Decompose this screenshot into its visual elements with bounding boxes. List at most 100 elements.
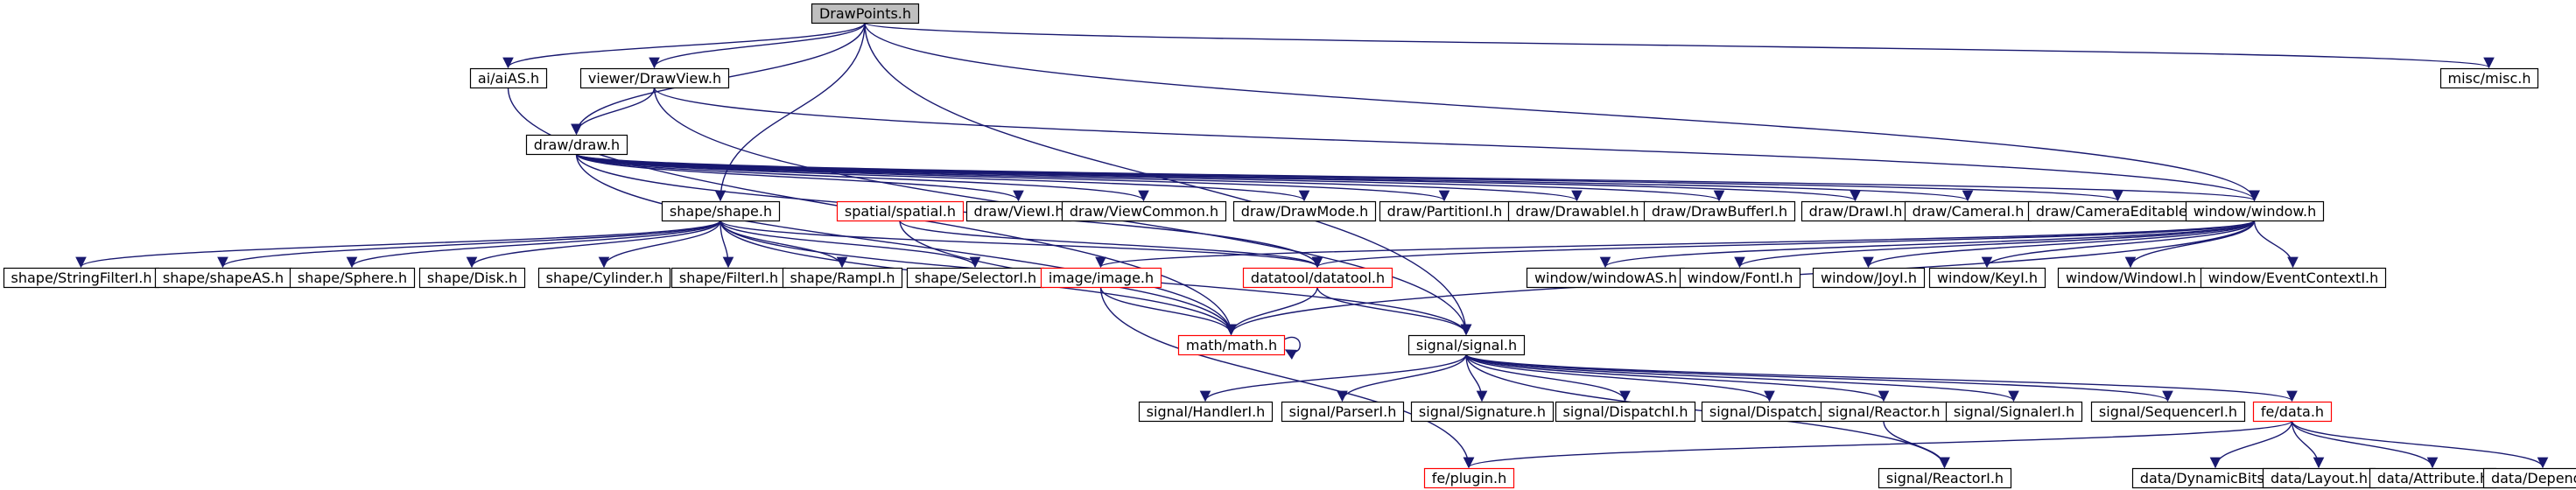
node-box (1177, 334, 1286, 356)
node-label: shape/Cylinder.h (546, 270, 663, 286)
node-signature[interactable]: signal/Signature.h (1410, 401, 1555, 423)
node-reactor[interactable]: signal/Reactor.h (1820, 401, 1948, 423)
node-label: draw/PartitionI.h (1387, 203, 1503, 220)
node-label: data/Depend.h (2491, 470, 2576, 486)
edge-image-to-math (1099, 286, 1237, 336)
edge-window-to-keyi (1981, 220, 2256, 269)
node-label: misc/misc.h (2448, 70, 2531, 87)
node-fonti[interactable]: window/FontI.h (1679, 267, 1801, 289)
node-box (2439, 67, 2539, 89)
node-keyi[interactable]: window/KeyI.h (1928, 267, 2046, 289)
node-box (2185, 200, 2325, 222)
node-box (811, 3, 920, 24)
edge-signal-to-dispatch (1465, 354, 1775, 402)
node-viewcommon[interactable]: draw/ViewCommon.h (1061, 200, 1227, 222)
node-label: shape/shapeAS.h (163, 270, 284, 286)
node-box (1410, 401, 1555, 423)
node-parseri[interactable]: signal/ParserI.h (1281, 401, 1405, 423)
edge-fedata-to-dynamicbitset (2209, 420, 2293, 469)
edge-window-to-eventcontexti (2253, 220, 2299, 269)
node-selectori[interactable]: shape/SelectorI.h (906, 267, 1045, 289)
node-math[interactable]: math/math.h (1177, 334, 1286, 356)
node-label: draw/CameraEditable.h (2036, 203, 2200, 220)
node-box (537, 267, 671, 289)
node-label: draw/DrawableI.h (1516, 203, 1639, 220)
edge-shape-to-stringfilteri (75, 220, 721, 269)
node-label: window/window.h (2193, 203, 2317, 220)
node-sphere[interactable]: shape/Sphere.h (289, 267, 416, 289)
node-signal[interactable]: signal/signal.h (1407, 334, 1526, 356)
edge-draw-to-viewi (575, 153, 1024, 202)
node-misc[interactable]: misc/misc.h (2439, 67, 2539, 89)
node-drawmode[interactable]: draw/DrawMode.h (1232, 200, 1377, 222)
edge-image-to-plugin (1099, 286, 1475, 469)
edge-shape-to-cylinder (598, 220, 721, 269)
node-partitioni[interactable]: draw/PartitionI.h (1379, 200, 1511, 222)
node-window[interactable]: window/window.h (2185, 200, 2325, 222)
node-layout[interactable]: data/Layout.h (2262, 467, 2376, 489)
node-filteri[interactable]: shape/FilterI.h (670, 267, 787, 289)
node-depend[interactable]: data/Depend.h (2482, 467, 2576, 489)
node-shapeas[interactable]: shape/shapeAS.h (154, 267, 292, 289)
node-drawpoints[interactable]: DrawPoints.h (811, 3, 920, 24)
node-box (1040, 267, 1162, 289)
node-fedata[interactable]: fe/data.h (2252, 401, 2333, 423)
node-stringfilteri[interactable]: shape/StringFilterI.h (3, 267, 160, 289)
node-label: fe/data.h (2261, 403, 2324, 420)
node-eventcontexti[interactable]: window/EventContextI.h (2200, 267, 2387, 289)
node-box (1643, 200, 1796, 222)
node-rampi[interactable]: shape/RampI.h (782, 267, 903, 289)
node-label: signal/Dispatch.h (1709, 403, 1830, 420)
edge-window-to-windowas (1600, 220, 2256, 269)
node-box (1232, 200, 1377, 222)
node-box (836, 200, 965, 222)
node-spatial[interactable]: spatial/spatial.h (836, 200, 965, 222)
node-box (579, 67, 730, 89)
node-signaleri[interactable]: signal/SignalerI.h (1945, 401, 2083, 423)
node-windowi[interactable]: window/WindowI.h (2057, 267, 2205, 289)
node-plugin[interactable]: fe/plugin.h (1423, 467, 1515, 489)
node-label: shape/shape.h (670, 203, 772, 220)
node-cameraeditable[interactable]: draw/CameraEditable.h (2027, 200, 2209, 222)
node-datatool[interactable]: datatool/datatool.h (1242, 267, 1393, 289)
node-label: draw/CameraI.h (1913, 203, 2025, 220)
node-box (2252, 401, 2333, 423)
node-label: signal/ReactorI.h (1886, 470, 2004, 486)
node-label: viewer/DrawView.h (588, 70, 721, 87)
node-disk[interactable]: shape/Disk.h (418, 267, 526, 289)
node-image[interactable]: image/image.h (1040, 267, 1162, 289)
edge-drawview-to-draw (571, 87, 656, 136)
edge-drawpoints-to-misc (864, 22, 2494, 69)
node-label: window/WindowI.h (2066, 270, 2196, 286)
node-label: image/image.h (1049, 270, 1154, 286)
node-label: window/windowAS.h (1534, 270, 1677, 286)
node-drawablei[interactable]: draw/DrawableI.h (1507, 200, 1647, 222)
node-dispatchi[interactable]: signal/DispatchI.h (1555, 401, 1696, 423)
node-aias[interactable]: ai/aiAS.h (469, 67, 548, 89)
node-attribute[interactable]: data/Attribute.h (2369, 467, 2497, 489)
node-drawi[interactable]: draw/DrawI.h (1800, 200, 1911, 222)
node-dispatch[interactable]: signal/Dispatch.h (1701, 401, 1839, 423)
edge-fedata-to-layout (2291, 420, 2325, 469)
node-viewi[interactable]: draw/ViewI.h (965, 200, 1072, 222)
node-sequenceri[interactable]: signal/SequencerI.h (2090, 401, 2246, 423)
edge-signal-to-reactor (1465, 354, 1890, 402)
node-handleri[interactable]: signal/HandlerI.h (1138, 401, 1274, 423)
node-dynamicbitset[interactable]: data/DynamicBitset.h (2131, 467, 2300, 489)
node-label: draw/ViewCommon.h (1070, 203, 1218, 220)
node-draw[interactable]: draw/draw.h (525, 134, 628, 156)
edge-draw-to-drawablei (575, 153, 1583, 202)
node-box (2090, 401, 2246, 423)
edge-spatial-to-datatool (899, 220, 1323, 269)
node-cylinder[interactable]: shape/Cylinder.h (537, 267, 671, 289)
node-drawview[interactable]: viewer/DrawView.h (579, 67, 730, 89)
node-label: data/Layout.h (2271, 470, 2368, 486)
node-shape[interactable]: shape/shape.h (661, 200, 781, 222)
node-windowas[interactable]: window/windowAS.h (1526, 267, 1686, 289)
node-box (782, 267, 903, 289)
node-label: draw/draw.h (534, 136, 620, 153)
node-drawbufferi[interactable]: draw/DrawBufferI.h (1643, 200, 1796, 222)
node-joyi[interactable]: window/JoyI.h (1812, 267, 1926, 289)
node-reactori[interactable]: signal/ReactorI.h (1878, 467, 2012, 489)
node-camerai[interactable]: draw/CameraI.h (1904, 200, 2032, 222)
